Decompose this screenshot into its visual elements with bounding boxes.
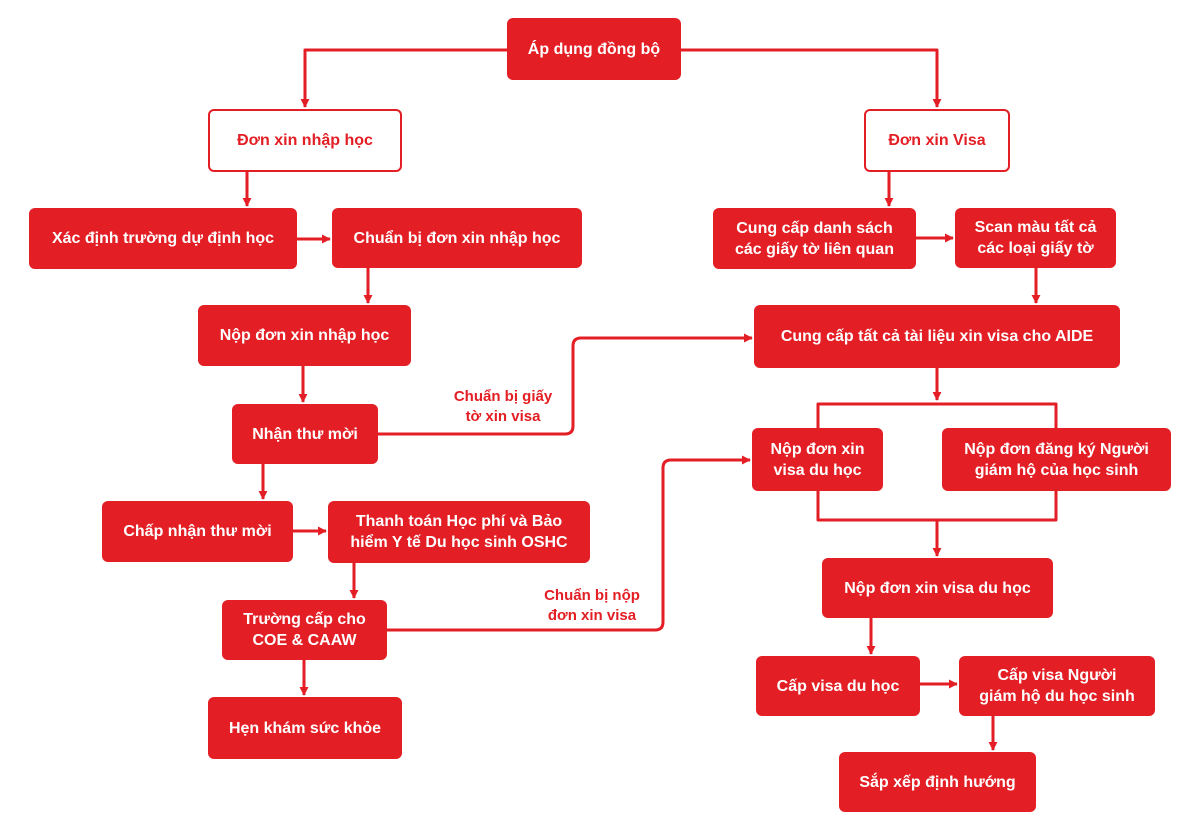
root-to-left-arrow <box>300 48 507 108</box>
visa-application-header: Đơn xin Visa <box>864 109 1010 172</box>
submit-application-node: Nộp đơn xin nhập học <box>198 305 411 366</box>
pay-fees-label: Thanh toán Học phí và Bảo hiểm Y tế Du h… <box>350 513 568 551</box>
guardian-visa-granted-label: Cấp visa Người giám hộ du học sinh <box>979 667 1135 705</box>
health-check-node: Hẹn khám sức khỏe <box>208 697 402 759</box>
coe-caaw-label: Trường cấp cho COE & CAAW <box>243 611 366 649</box>
lodge-visa-node: Nộp đơn xin visa du học <box>822 558 1053 618</box>
receive-offer-label: Nhận thư mời <box>252 425 358 443</box>
prepare-visa-docs-label: Chuẩn bị giấy tờ xin visa <box>453 388 553 425</box>
submit-student-visa-node: Nộp đơn xin visa du học <box>752 428 883 491</box>
guardian-visa-granted-node: Cấp visa Người giám hộ du học sinh <box>959 656 1155 716</box>
orientation-node: Sắp xếp định hướng <box>839 752 1036 812</box>
submit-guardian-label: Nộp đơn đăng ký Người giám hộ của học si… <box>964 440 1149 479</box>
offer-to-aide-arrow <box>378 333 753 436</box>
receive-offer-node: Nhận thư mời <box>232 404 378 464</box>
submit-guardian-node: Nộp đơn đăng ký Người giám hộ của học si… <box>942 428 1171 491</box>
accept-offer-label: Chấp nhận thư mời <box>123 523 272 540</box>
identify-school-label: Xác định trường dự định học <box>51 230 275 247</box>
scan-docs-node: Scan màu tất cả các loại giấy tờ <box>955 208 1116 268</box>
prepare-application-node: Chuẩn bị đơn xin nhập học <box>332 208 582 268</box>
prepare-application-label: Chuẩn bị đơn xin nhập học <box>353 229 561 247</box>
provide-docs-aide-node: Cung cấp tất cả tài liệu xin visa cho AI… <box>754 305 1120 368</box>
split-bracket-top <box>816 402 1058 428</box>
root-node: Áp dụng đồng bộ <box>507 18 681 80</box>
orientation-label: Sắp xếp định hướng <box>859 773 1016 791</box>
student-visa-granted-label: Cấp visa du học <box>776 677 900 695</box>
coe-caaw-node: Trường cấp cho COE & CAAW <box>222 600 387 660</box>
admission-application-header: Đơn xin nhập học <box>208 109 402 172</box>
submit-application-label: Nộp đơn xin nhập học <box>219 327 390 344</box>
health-check-label: Hẹn khám sức khỏe <box>228 719 382 737</box>
student-visa-granted-node: Cấp visa du học <box>756 656 920 716</box>
prepare-visa-submit-label: Chuẩn bị nộp đơn xin visa <box>544 587 640 624</box>
provide-list-label: Cung cấp danh sách các giấy tờ liên quan <box>735 219 894 258</box>
identify-school-node: Xác định trường dự định học <box>29 208 297 269</box>
split-bracket-bottom <box>816 491 1058 522</box>
accept-offer-node: Chấp nhận thư mời <box>102 501 293 562</box>
submit-student-visa-label: Nộp đơn xin visa du học <box>770 440 865 479</box>
provide-docs-aide-label: Cung cấp tất cả tài liệu xin visa cho AI… <box>780 328 1094 345</box>
admission-header-label: Đơn xin nhập học <box>237 132 373 149</box>
coe-to-student-visa-arrow <box>387 455 751 632</box>
visa-header-label: Đơn xin Visa <box>888 132 986 149</box>
root-node-label: Áp dụng đồng bộ <box>527 40 661 58</box>
lodge-visa-label: Nộp đơn xin visa du học <box>844 579 1031 597</box>
pay-fees-node: Thanh toán Học phí và Bảo hiểm Y tế Du h… <box>328 501 590 563</box>
scan-docs-label: Scan màu tất cả các loại giấy tờ <box>974 219 1097 257</box>
provide-list-node: Cung cấp danh sách các giấy tờ liên quan <box>713 208 916 269</box>
root-to-right-arrow <box>681 48 942 108</box>
